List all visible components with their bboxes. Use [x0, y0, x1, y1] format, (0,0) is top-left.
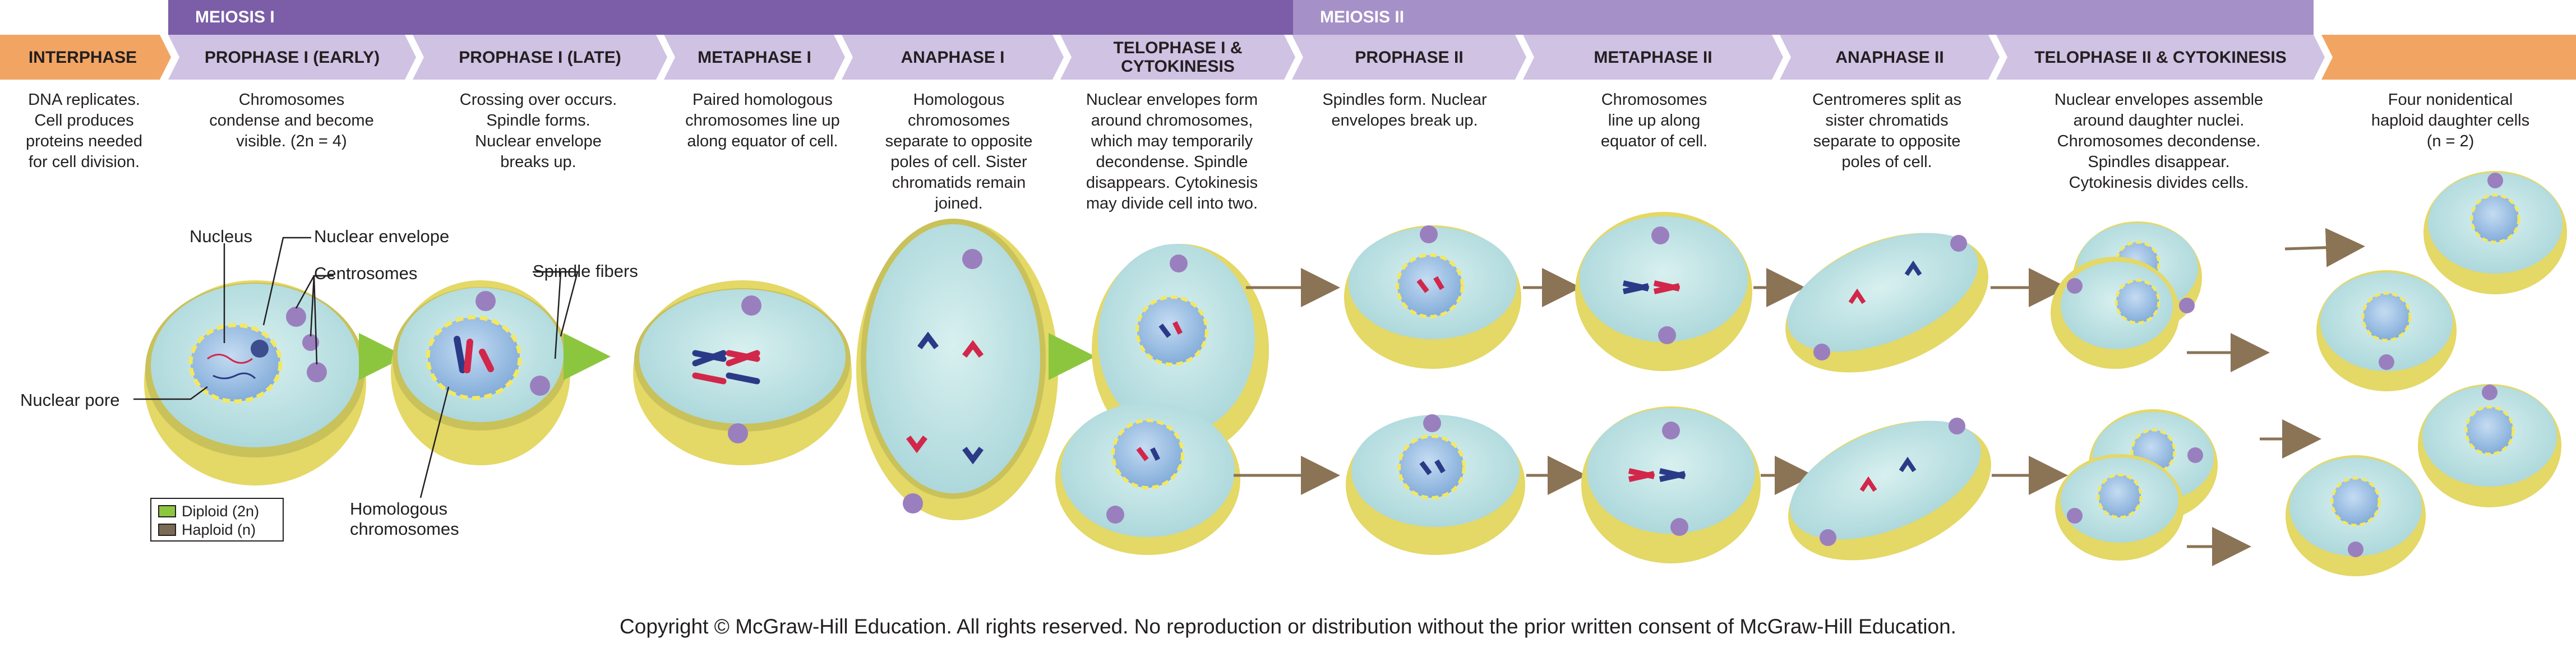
stage-label-anaphase-two: ANAPHASE II [1835, 48, 1944, 67]
ploidy-legend: Diploid (2n) Haploid (n) [150, 498, 284, 542]
stage-label-interphase: INTERPHASE [28, 48, 137, 67]
daughter-cells [2286, 171, 2567, 576]
metaphase-one-cell [633, 280, 852, 465]
anaphase-two-cells [1785, 233, 1991, 561]
stage-desc-metaphase-one: Paired homologous chromosomes line up al… [685, 91, 840, 150]
meiosis-one-band: MEIOSIS I [168, 0, 1293, 35]
stage-label-prophase-two: PROPHASE II [1355, 48, 1464, 67]
haploid-swatch [158, 524, 176, 536]
legend-row-diploid: Diploid (2n) [158, 503, 259, 520]
callout-spindle-fibers: Spindle fibers [533, 261, 638, 281]
callout-nuclear-envelope: Nuclear envelope [314, 226, 450, 246]
stage-label-telophase-one: TELOPHASE I & CYTOKINESIS [1113, 39, 1243, 76]
legend-row-haploid: Haploid (n) [158, 521, 256, 538]
stage-desc-telophase-one: Nuclear envelopes form around chromosome… [1086, 91, 1258, 212]
metaphase-two-cells [1575, 212, 1761, 563]
callout-nuclear-pore: Nuclear pore [20, 390, 120, 410]
anaphase-one-cell [856, 219, 1058, 520]
stage-label-prophase-one-early: PROPHASE I (EARLY) [204, 48, 380, 67]
diploid-swatch [158, 505, 176, 517]
stage-desc-anaphase-two: Centromeres split as sister chromatids s… [1812, 91, 1961, 171]
stage-label-metaphase-two: METAPHASE II [1594, 48, 1712, 67]
interphase-cell [144, 280, 366, 485]
stage-desc-metaphase-two: Chromosomes line up along equator of cel… [1600, 91, 1708, 150]
stage-desc-anaphase-one: Homologous chromosomes separate to oppos… [885, 91, 1033, 212]
stage-label-metaphase-one: METAPHASE I [698, 48, 811, 67]
telophase-one-cells [1055, 244, 1269, 555]
stage-desc-prophase-two: Spindles form. Nuclear envelopes break u… [1322, 91, 1487, 129]
stage-desc-prophase-one-late: Crossing over occurs. Spindle forms. Nuc… [459, 91, 617, 171]
meiosis-two-band: MEIOSIS II [1293, 0, 2314, 35]
callout-homologous-chromosomes: Homologous chromosomes [350, 499, 459, 539]
stage-label-telophase-two: TELOPHASE II & CYTOKINESIS [2034, 48, 2287, 67]
stage-desc-daughter-cells: Four nonidentical haploid daughter cells… [2371, 91, 2530, 150]
telophase-two-cells [2051, 221, 2218, 561]
stage-label-chevrons [0, 35, 2576, 80]
legend-haploid-label: Haploid (n) [182, 521, 256, 538]
stage-label-anaphase-one: ANAPHASE I [901, 48, 1005, 67]
prophase-one-early-cell [391, 280, 570, 465]
prophase-two-cells [1344, 225, 1525, 555]
callout-leader-lines [133, 237, 579, 498]
copyright-notice: Copyright © McGraw-Hill Education. All r… [620, 615, 1956, 638]
stage-desc-interphase: DNA replicates. Cell produces proteins n… [26, 91, 142, 171]
callout-nucleus: Nucleus [190, 226, 252, 246]
stage-desc-telophase-two: Nuclear envelopes assemble around daught… [2054, 91, 2264, 192]
stage-desc-prophase-one-early: Chromosomes condense and become visible.… [209, 91, 374, 150]
stage-label-prophase-one-late: PROPHASE I (LATE) [459, 48, 621, 67]
legend-diploid-label: Diploid (2n) [182, 503, 260, 520]
callout-centrosomes: Centrosomes [314, 263, 418, 283]
